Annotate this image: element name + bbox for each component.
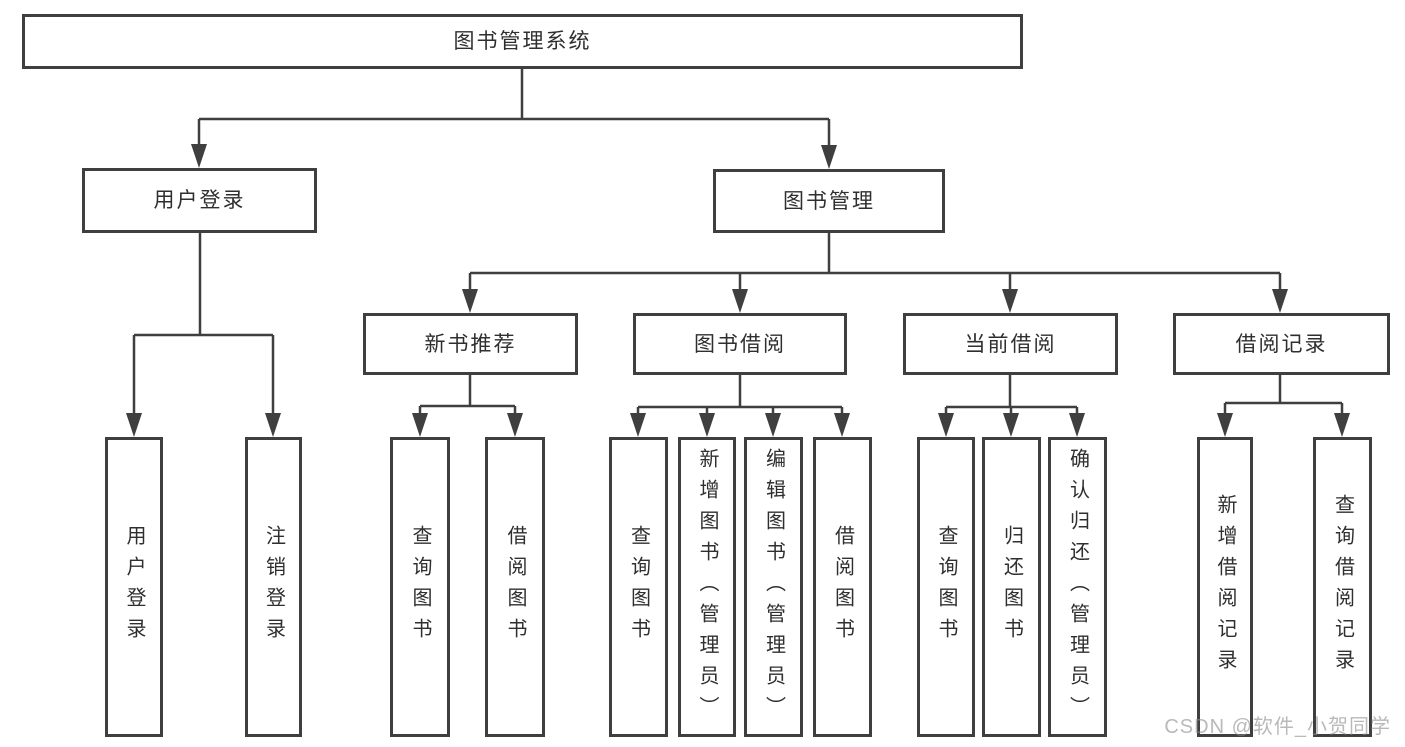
leaf-user-login: 用户登录 [105,437,163,737]
leaf-logout: 注销登录 [245,437,302,737]
leaf-borrow-books-recommend-label: 借阅图书 [504,525,526,649]
leaf-query-borrow-record-label: 查询借阅记录 [1331,494,1354,680]
leaf-query-books-recommend-label: 查询图书 [409,525,431,649]
leaf-borrow-books: 借阅图书 [813,437,872,737]
node-user-login: 用户登录 [82,168,317,233]
leaf-query-borrow-record: 查询借阅记录 [1313,437,1372,737]
arrowhead-icon [1272,289,1288,313]
arrowhead-icon [126,413,142,437]
arrowhead-icon [834,413,850,437]
arrowhead-icon [1217,413,1233,437]
arrowhead-icon [938,413,954,437]
node-book-management: 图书管理 [713,169,945,233]
leaf-user-login-label: 用户登录 [123,525,145,649]
arrowhead-icon [1003,413,1019,437]
arrowhead-icon [462,289,478,313]
arrowhead-icon [699,413,715,437]
node-root-label: 图书管理系统 [453,30,592,53]
arrowhead-icon [412,413,428,437]
leaf-return-books: 归还图书 [982,437,1041,737]
leaf-query-books-current: 查询图书 [917,437,975,737]
arrowhead-group [126,144,1350,437]
node-borrow-records-label: 借阅记录 [1235,332,1328,356]
arrowhead-icon [1069,413,1085,437]
node-new-book-recommend: 新书推荐 [363,313,578,375]
node-book-borrow: 图书借阅 [633,313,847,375]
leaf-add-borrow-record: 新增借阅记录 [1197,437,1253,737]
node-root: 图书管理系统 [22,14,1023,69]
leaf-confirm-return-admin-label: 确认归还（管理员） [1066,447,1089,727]
node-current-borrow: 当前借阅 [903,313,1118,375]
leaf-logout-label: 注销登录 [262,525,285,649]
watermark: CSDN @软件_小贺同学 [1164,716,1391,738]
arrowhead-icon [732,289,748,313]
arrowhead-icon [191,144,207,168]
arrowhead-icon [630,413,646,437]
leaf-edit-book-admin-label: 编辑图书（管理员） [762,447,785,727]
arrowhead-icon [1334,413,1350,437]
leaf-add-borrow-record-label: 新增借阅记录 [1214,494,1236,680]
leaf-borrow-books-recommend: 借阅图书 [485,437,545,737]
leaf-query-books-recommend: 查询图书 [390,437,450,737]
leaf-query-books-current-label: 查询图书 [935,525,957,649]
node-current-borrow-label: 当前借阅 [964,332,1057,356]
leaf-add-book-admin-label: 新增图书（管理员） [696,447,718,727]
leaf-edit-book-admin: 编辑图书（管理员） [744,437,803,737]
leaf-borrow-books-label: 借阅图书 [831,525,854,649]
leaf-query-books-borrow: 查询图书 [609,437,668,737]
leaf-query-books-borrow-label: 查询图书 [627,525,650,649]
node-book-borrow-label: 图书借阅 [694,332,786,356]
node-user-login-label: 用户登录 [153,189,246,212]
arrowhead-icon [265,413,281,437]
arrowhead-icon [765,413,781,437]
leaf-add-book-admin: 新增图书（管理员） [678,437,736,737]
leaf-return-books-label: 归还图书 [1000,525,1023,649]
node-book-management-label: 图书管理 [783,189,875,213]
arrowhead-icon [1002,289,1018,313]
arrowhead-icon [507,413,523,437]
arrowhead-icon [821,145,837,169]
node-borrow-records: 借阅记录 [1173,313,1390,375]
leaf-confirm-return-admin: 确认归还（管理员） [1048,437,1107,737]
node-new-book-recommend-label: 新书推荐 [424,332,517,356]
